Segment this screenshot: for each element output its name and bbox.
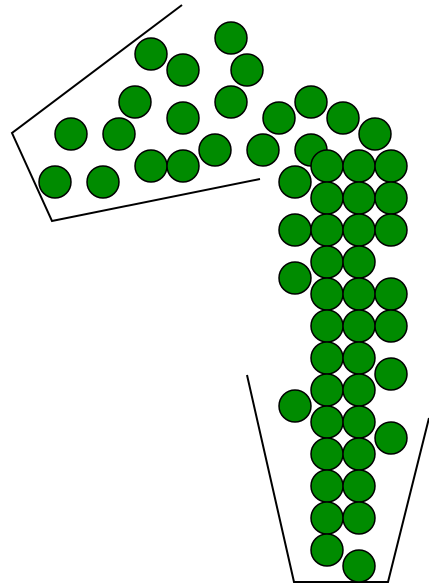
ball <box>311 342 343 374</box>
ball <box>215 22 247 54</box>
ball <box>119 86 151 118</box>
ball <box>343 310 375 342</box>
ball <box>343 150 375 182</box>
ball <box>343 406 375 438</box>
ball <box>311 470 343 502</box>
ball <box>167 102 199 134</box>
ball <box>311 310 343 342</box>
ball <box>343 182 375 214</box>
ball <box>279 166 311 198</box>
ball <box>295 86 327 118</box>
ball <box>311 278 343 310</box>
ball <box>343 214 375 246</box>
ball <box>215 86 247 118</box>
ball <box>167 54 199 86</box>
ball <box>87 166 119 198</box>
ball <box>231 54 263 86</box>
ball <box>39 166 71 198</box>
ball <box>311 246 343 278</box>
ball <box>343 438 375 470</box>
ball <box>375 358 407 390</box>
ball <box>327 102 359 134</box>
ball <box>375 310 407 342</box>
ball <box>343 502 375 534</box>
ball <box>359 118 391 150</box>
ball <box>311 182 343 214</box>
ball <box>311 374 343 406</box>
ball <box>375 278 407 310</box>
ball <box>135 150 167 182</box>
ball <box>311 406 343 438</box>
ball <box>375 214 407 246</box>
ball <box>279 214 311 246</box>
ball <box>263 102 295 134</box>
ball <box>343 550 375 582</box>
ball <box>311 214 343 246</box>
ball <box>167 150 199 182</box>
ball <box>311 502 343 534</box>
ball <box>279 262 311 294</box>
ball <box>311 150 343 182</box>
ball <box>343 470 375 502</box>
ball <box>247 134 279 166</box>
ball-group <box>39 22 407 582</box>
ball <box>279 390 311 422</box>
ball <box>375 150 407 182</box>
ball <box>103 118 135 150</box>
ball <box>343 246 375 278</box>
ball <box>375 182 407 214</box>
ball <box>55 118 87 150</box>
ball <box>343 374 375 406</box>
ball <box>135 38 167 70</box>
ball <box>343 342 375 374</box>
ball <box>375 422 407 454</box>
ball <box>311 534 343 566</box>
ball <box>199 134 231 166</box>
ball <box>343 278 375 310</box>
ball <box>311 438 343 470</box>
